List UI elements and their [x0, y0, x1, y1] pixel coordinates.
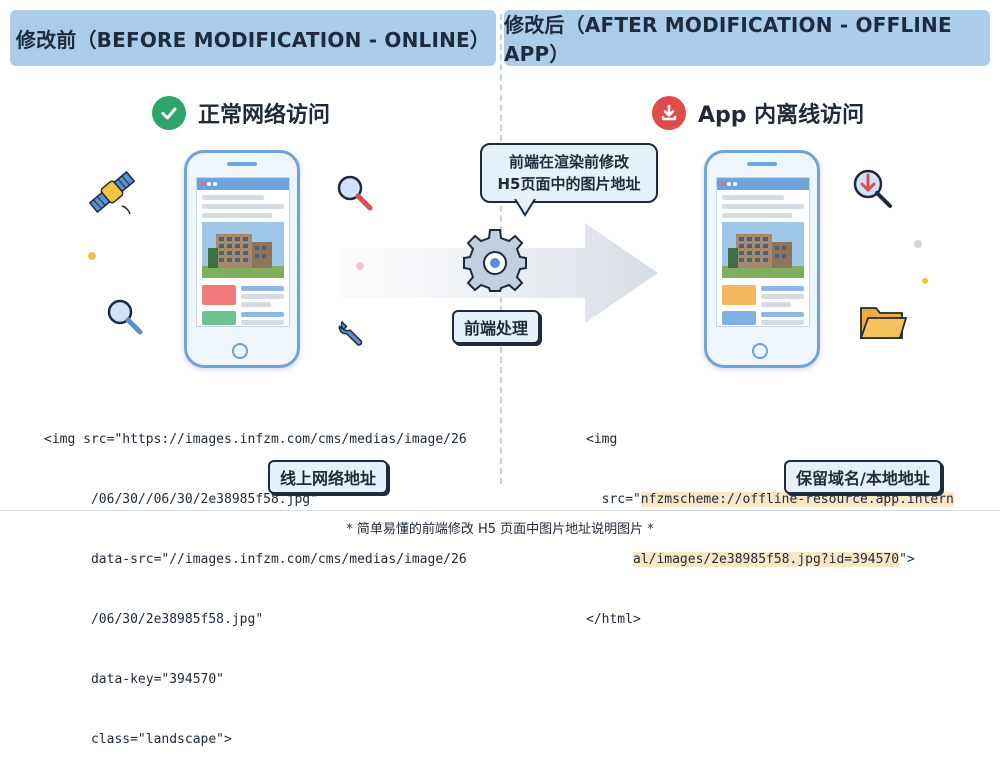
- text-line: [241, 312, 284, 317]
- header-before-title: 修改前（BEFORE MODIFICATION - ONLINE）: [15, 27, 491, 52]
- phone-home-button: [232, 343, 248, 359]
- decor-dot: [88, 252, 96, 260]
- phone-speaker: [747, 162, 777, 166]
- text-line: [202, 213, 272, 218]
- phone-home-button: [752, 343, 768, 359]
- code-line: class="landscape">: [44, 732, 232, 747]
- online-address-tag: 线上网络地址: [268, 460, 389, 494]
- building-image: [722, 222, 804, 278]
- code-line: <img: [586, 432, 618, 447]
- text-line: [241, 286, 284, 291]
- phone-screen: [716, 177, 810, 327]
- process-label: 前端处理: [452, 310, 541, 344]
- browser-dot: [201, 182, 205, 186]
- code-src-suffix: ">: [899, 552, 915, 567]
- code-line: data-src="//images.infzm.com/cms/medias/…: [44, 552, 467, 567]
- download-circle-icon: [652, 96, 686, 130]
- local-address-tag: 保留域名/本地地址: [784, 460, 942, 494]
- online-address-text: 线上网络地址: [280, 469, 377, 488]
- decor-dot: [914, 240, 922, 248]
- satellite-icon: [88, 170, 136, 215]
- text-line: [202, 195, 264, 200]
- browser-bar: [197, 178, 289, 190]
- check-circle-icon: [152, 96, 186, 130]
- text-line: [241, 302, 271, 307]
- header-before: 修改前（BEFORE MODIFICATION - ONLINE）: [10, 10, 496, 66]
- building-image: [202, 222, 284, 278]
- footer-divider: [0, 510, 1000, 511]
- code-src-prefix: src=": [586, 492, 641, 507]
- offline-subtitle: App 内离线访问: [698, 103, 865, 128]
- code-line: data-key="394570": [44, 672, 225, 687]
- code-line-src-cont: al/images/2e38985f58.jpg?id=394570">: [586, 550, 954, 570]
- code-before: <img src="https://images.infzm.com/cms/m…: [44, 390, 467, 770]
- card-orange: [722, 285, 756, 305]
- text-line: [761, 294, 804, 299]
- online-title-row: 正常网络访问: [152, 96, 330, 130]
- bubble-line-2: H5页面中的图片地址: [497, 175, 641, 193]
- bubble-line-1: 前端在渲染前修改: [508, 153, 629, 171]
- text-line: [241, 320, 284, 325]
- card-red: [202, 285, 236, 305]
- text-line: [761, 302, 791, 307]
- browser-dot: [733, 182, 737, 186]
- process-label-text: 前端处理: [464, 319, 529, 338]
- text-line: [722, 213, 792, 218]
- local-address-text: 保留域名/本地地址: [796, 469, 930, 488]
- decor-dot: [922, 278, 928, 284]
- download-search-icon: [853, 169, 892, 208]
- magnifier-icon: [337, 175, 373, 211]
- text-line: [761, 312, 804, 317]
- text-line: [761, 286, 804, 291]
- browser-bar: [717, 178, 809, 190]
- code-src-highlight: nfzmscheme://offline-resource.app.intern: [640, 492, 954, 507]
- code-line: <img src="https://images.infzm.com/cms/m…: [44, 432, 467, 447]
- wrench-icon: [338, 320, 363, 346]
- text-line: [722, 195, 784, 200]
- phone-before: [184, 150, 300, 368]
- browser-dot: [721, 182, 725, 186]
- folder-icon: [859, 307, 908, 339]
- text-line: [761, 320, 804, 325]
- phone-speaker: [227, 162, 257, 166]
- code-line-src: src="nfzmscheme://offline-resource.app.i…: [586, 490, 954, 510]
- browser-dot: [207, 182, 211, 186]
- card-blue: [722, 311, 756, 325]
- browser-dot: [727, 182, 731, 186]
- text-line: [241, 294, 284, 299]
- gear-icon: [463, 229, 527, 292]
- online-subtitle: 正常网络访问: [198, 103, 331, 128]
- bubble-tail: [514, 199, 536, 217]
- magnifier-icon: [107, 299, 143, 335]
- browser-dot: [213, 182, 217, 186]
- code-src-highlight: al/images/2e38985f58.jpg?id=394570: [632, 552, 900, 567]
- phone-screen: [196, 177, 290, 327]
- process-bubble: 前端在渲染前修改 H5页面中的图片地址: [480, 143, 658, 203]
- code-line: </html>: [586, 612, 641, 627]
- text-line: [202, 204, 284, 209]
- header-after: 修改后（AFTER MODIFICATION - OFFLINE APP）: [504, 10, 990, 66]
- text-line: [722, 204, 804, 209]
- card-green: [202, 311, 236, 325]
- code-line: /06/30//06/30/2e38985f58.jpg": [44, 492, 318, 507]
- footer-caption: * 简单易懂的前端修改 H5 页面中图片地址说明图片 *: [346, 522, 654, 537]
- offline-title-row: App 内离线访问: [652, 96, 864, 130]
- phone-after: [704, 150, 820, 368]
- header-after-title: 修改后（AFTER MODIFICATION - OFFLINE APP）: [504, 13, 952, 66]
- code-line: /06/30/2e38985f58.jpg": [44, 612, 264, 627]
